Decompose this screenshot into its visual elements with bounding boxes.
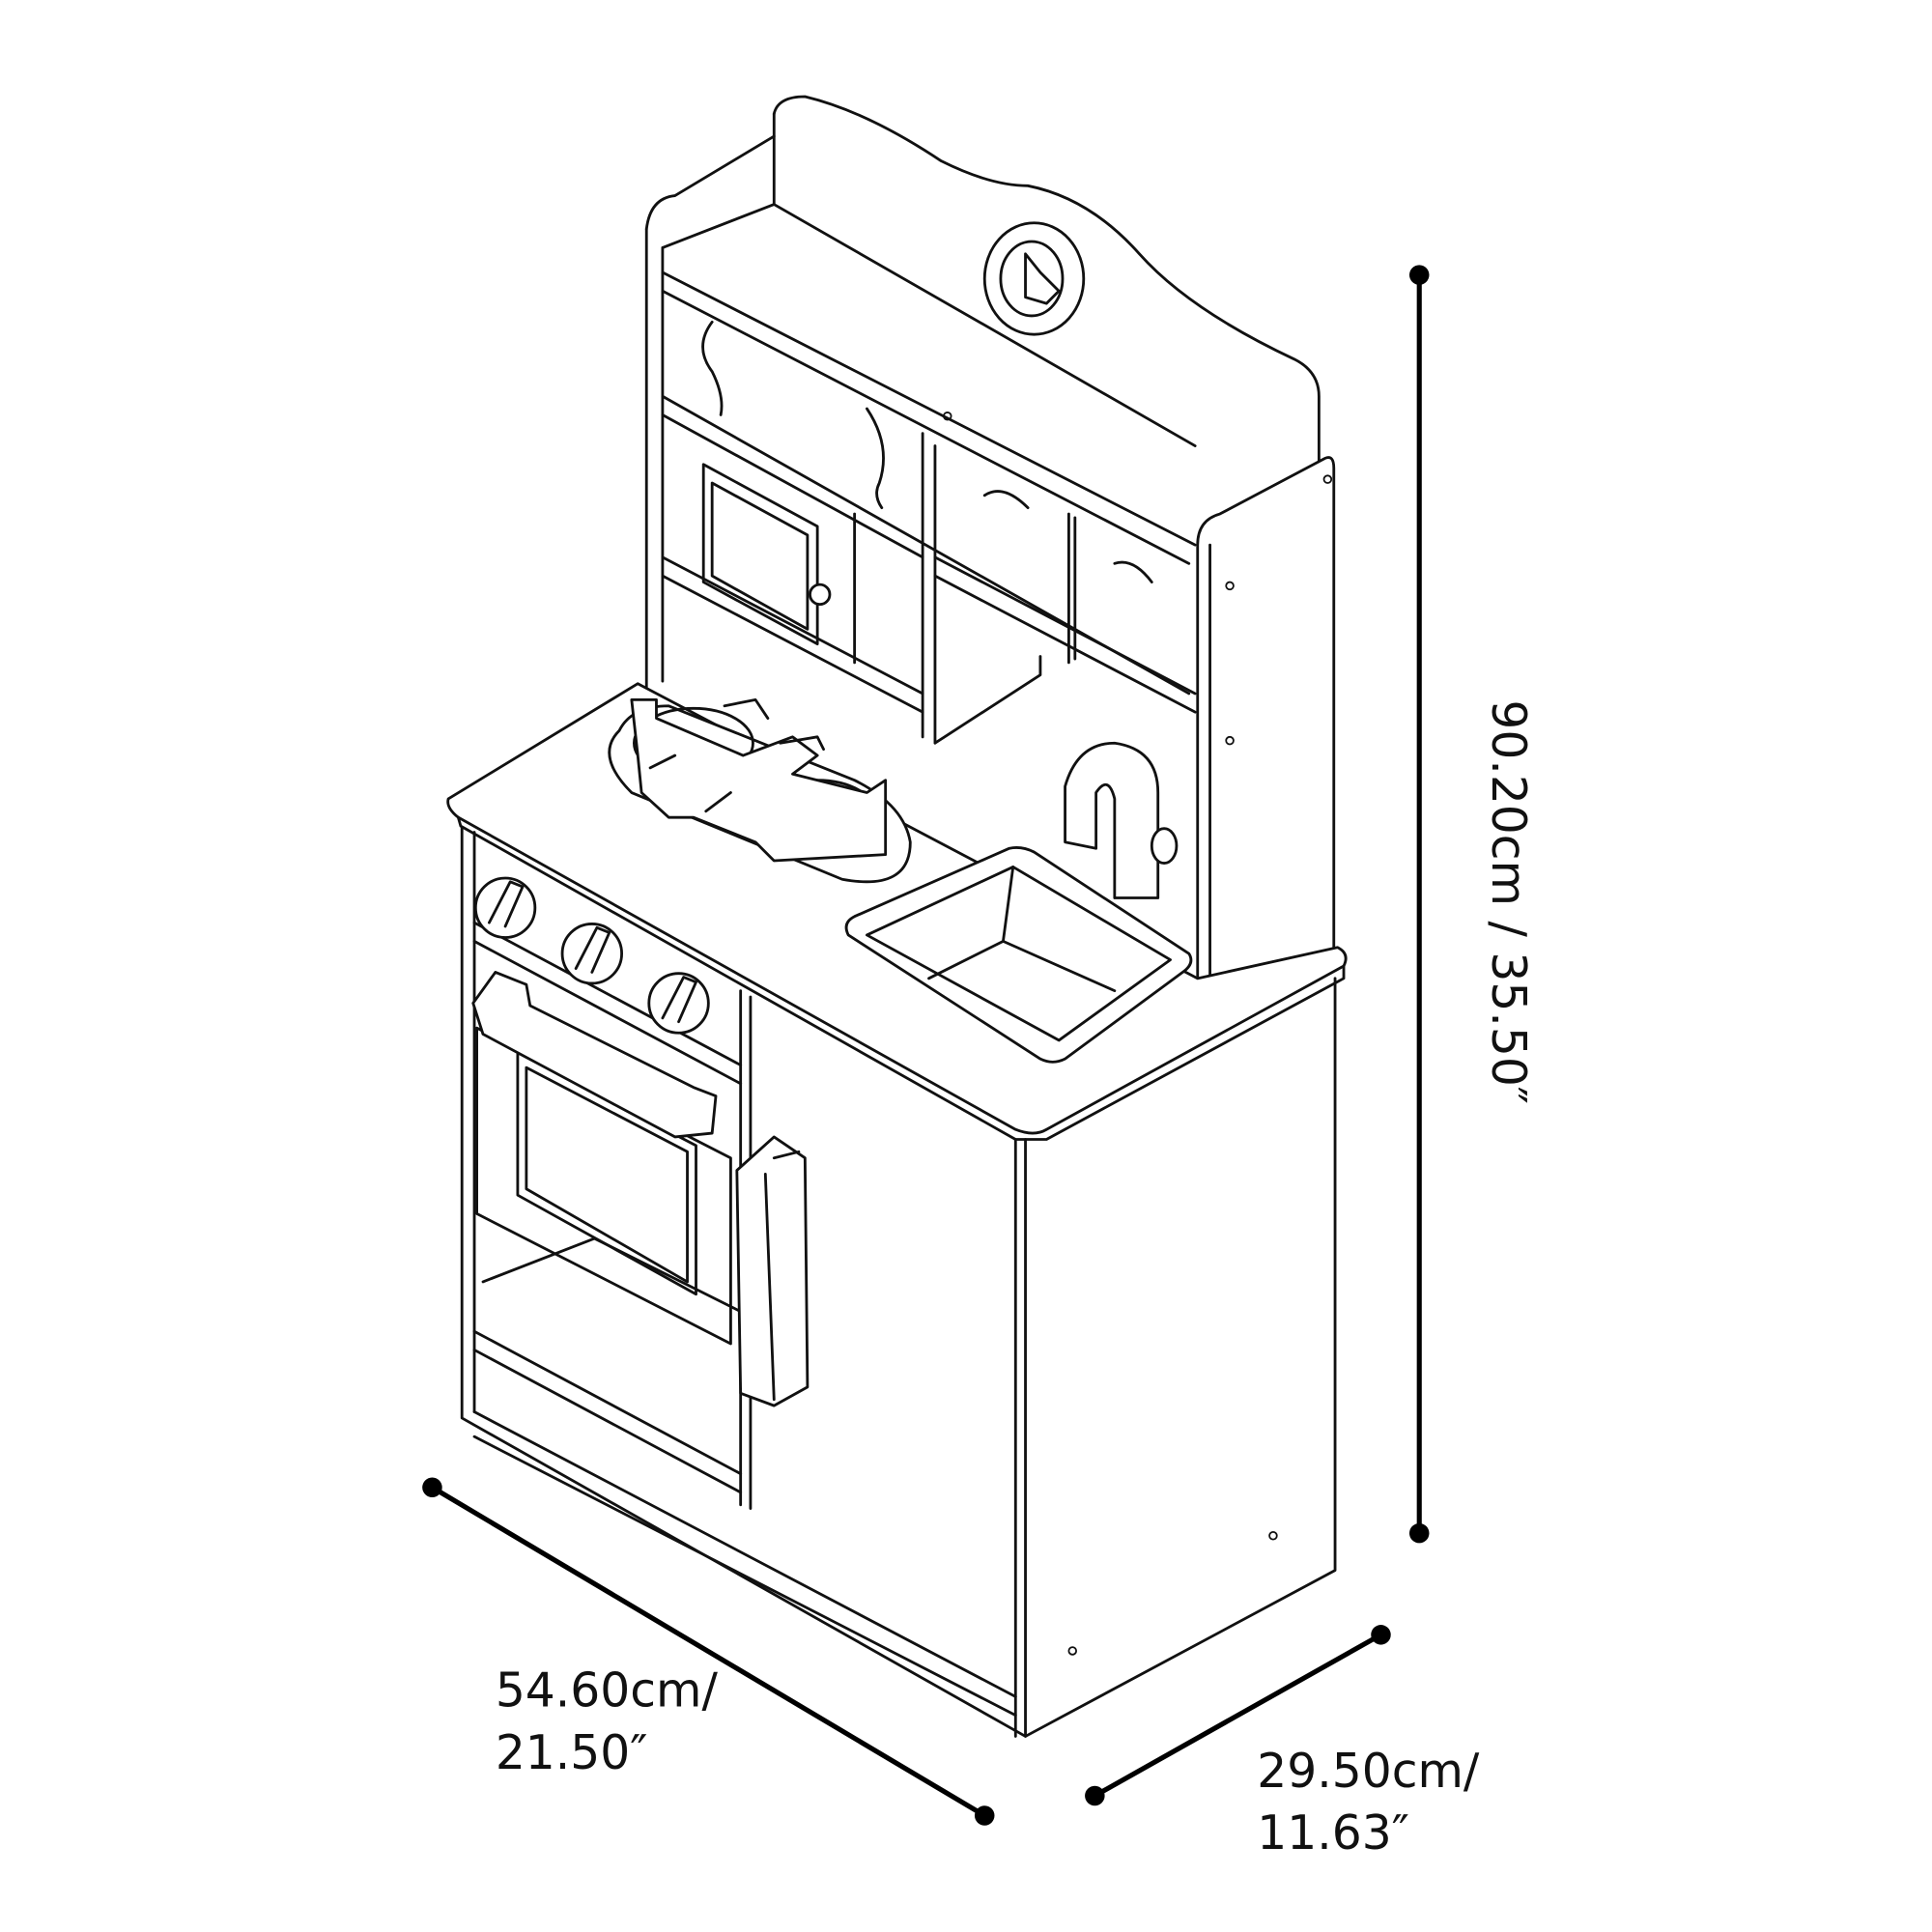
stove-burners	[608, 697, 912, 884]
depth-dimension: 29.50cm/ 11.63″	[1085, 1625, 1480, 1861]
height-dimension: 90.20cm / 35.50″	[1408, 265, 1535, 1544]
width-label-in: 21.50″	[496, 1726, 648, 1780]
sink	[844, 846, 1193, 1064]
height-label: 90.20cm / 35.50″	[1481, 699, 1535, 1104]
hutch	[644, 95, 1336, 1017]
depth-label-in: 11.63″	[1257, 1806, 1409, 1861]
stove-knob-icon	[473, 876, 710, 1035]
width-label-cm: 54.60cm/	[496, 1664, 719, 1719]
lower-cabinet	[460, 826, 1337, 1738]
depth-label-cm: 29.50cm/	[1257, 1745, 1480, 1799]
clock-icon	[982, 221, 1086, 336]
width-dimension: 54.60cm/ 21.50″	[422, 1477, 995, 1826]
faucet	[1064, 741, 1179, 899]
